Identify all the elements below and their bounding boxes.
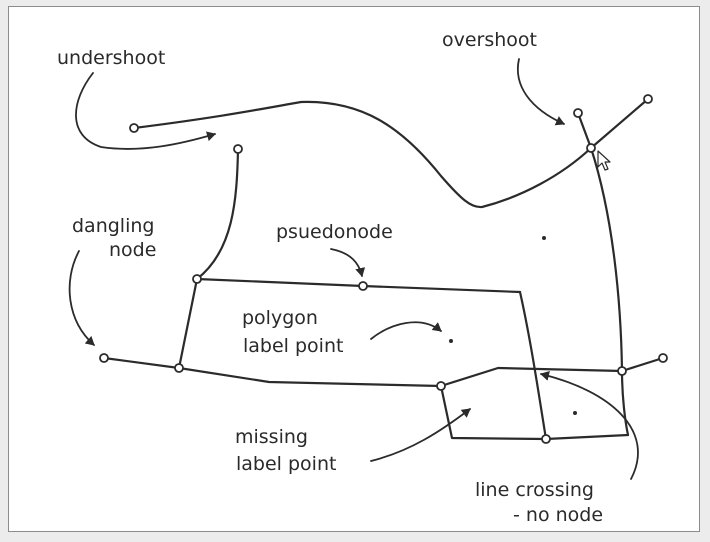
node bbox=[436, 381, 446, 391]
missing-label-line1: missing bbox=[235, 426, 308, 448]
polygon-label-line2: label point bbox=[243, 335, 343, 357]
dangling-arrow bbox=[68, 250, 95, 346]
dangling-node bbox=[99, 353, 109, 363]
crossing-label-line2: - no node bbox=[513, 504, 603, 526]
pseudonode-label: psuedonode bbox=[276, 221, 393, 243]
node bbox=[617, 366, 627, 376]
east-vertical-line bbox=[589, 146, 630, 437]
overshoot-label: overshoot bbox=[442, 29, 537, 51]
crossing-label-line1: line crossing bbox=[475, 479, 594, 501]
overshoot-arm-right bbox=[589, 97, 650, 150]
missing-label-arrow bbox=[370, 408, 471, 462]
pseudonode bbox=[358, 281, 368, 291]
label-point bbox=[542, 236, 546, 240]
lower-east-line bbox=[439, 356, 665, 388]
polygon-west-line bbox=[177, 277, 199, 370]
polygon-bottom-line bbox=[177, 366, 443, 388]
node bbox=[541, 434, 551, 444]
polygon-label-line1: polygon bbox=[242, 307, 318, 329]
dangling-segment bbox=[102, 356, 181, 370]
mouse-pointer-icon bbox=[597, 150, 611, 171]
nodes bbox=[99, 94, 668, 444]
node bbox=[658, 353, 668, 363]
polygon-east-line bbox=[518, 290, 548, 441]
undershoot-label: undershoot bbox=[57, 47, 165, 69]
missing-label-line2: label point bbox=[236, 453, 336, 475]
node bbox=[192, 274, 202, 284]
diagram-labels: undershoot overshoot dangling node psued… bbox=[57, 29, 603, 526]
label-point bbox=[573, 411, 577, 415]
polygon-label-arrow bbox=[370, 321, 442, 340]
line-crossing-arrow bbox=[540, 371, 639, 480]
label-points bbox=[449, 236, 577, 415]
node bbox=[233, 144, 243, 154]
dangle-stem-line bbox=[195, 147, 240, 281]
lower-polygon-outline bbox=[439, 384, 630, 441]
diagram-frame: undershoot overshoot dangling node psued… bbox=[8, 6, 700, 532]
topology-errors-diagram: undershoot overshoot dangling node psued… bbox=[57, 29, 668, 526]
undershoot-arrow bbox=[75, 72, 216, 150]
node bbox=[586, 143, 596, 153]
dangling-label-line1: dangling bbox=[72, 215, 154, 237]
dangling-label-line2: node bbox=[109, 239, 156, 261]
node bbox=[573, 108, 583, 118]
node bbox=[643, 94, 653, 104]
annotation-arrows bbox=[68, 58, 639, 480]
overshoot-arm-left bbox=[576, 111, 593, 150]
network-lines bbox=[102, 97, 665, 441]
polygon-label-point bbox=[449, 339, 453, 343]
pseudonode-arrow bbox=[330, 248, 366, 277]
node bbox=[174, 363, 184, 373]
undershoot-line bbox=[132, 100, 593, 209]
overshoot-arrow bbox=[517, 58, 565, 126]
node bbox=[129, 123, 139, 133]
